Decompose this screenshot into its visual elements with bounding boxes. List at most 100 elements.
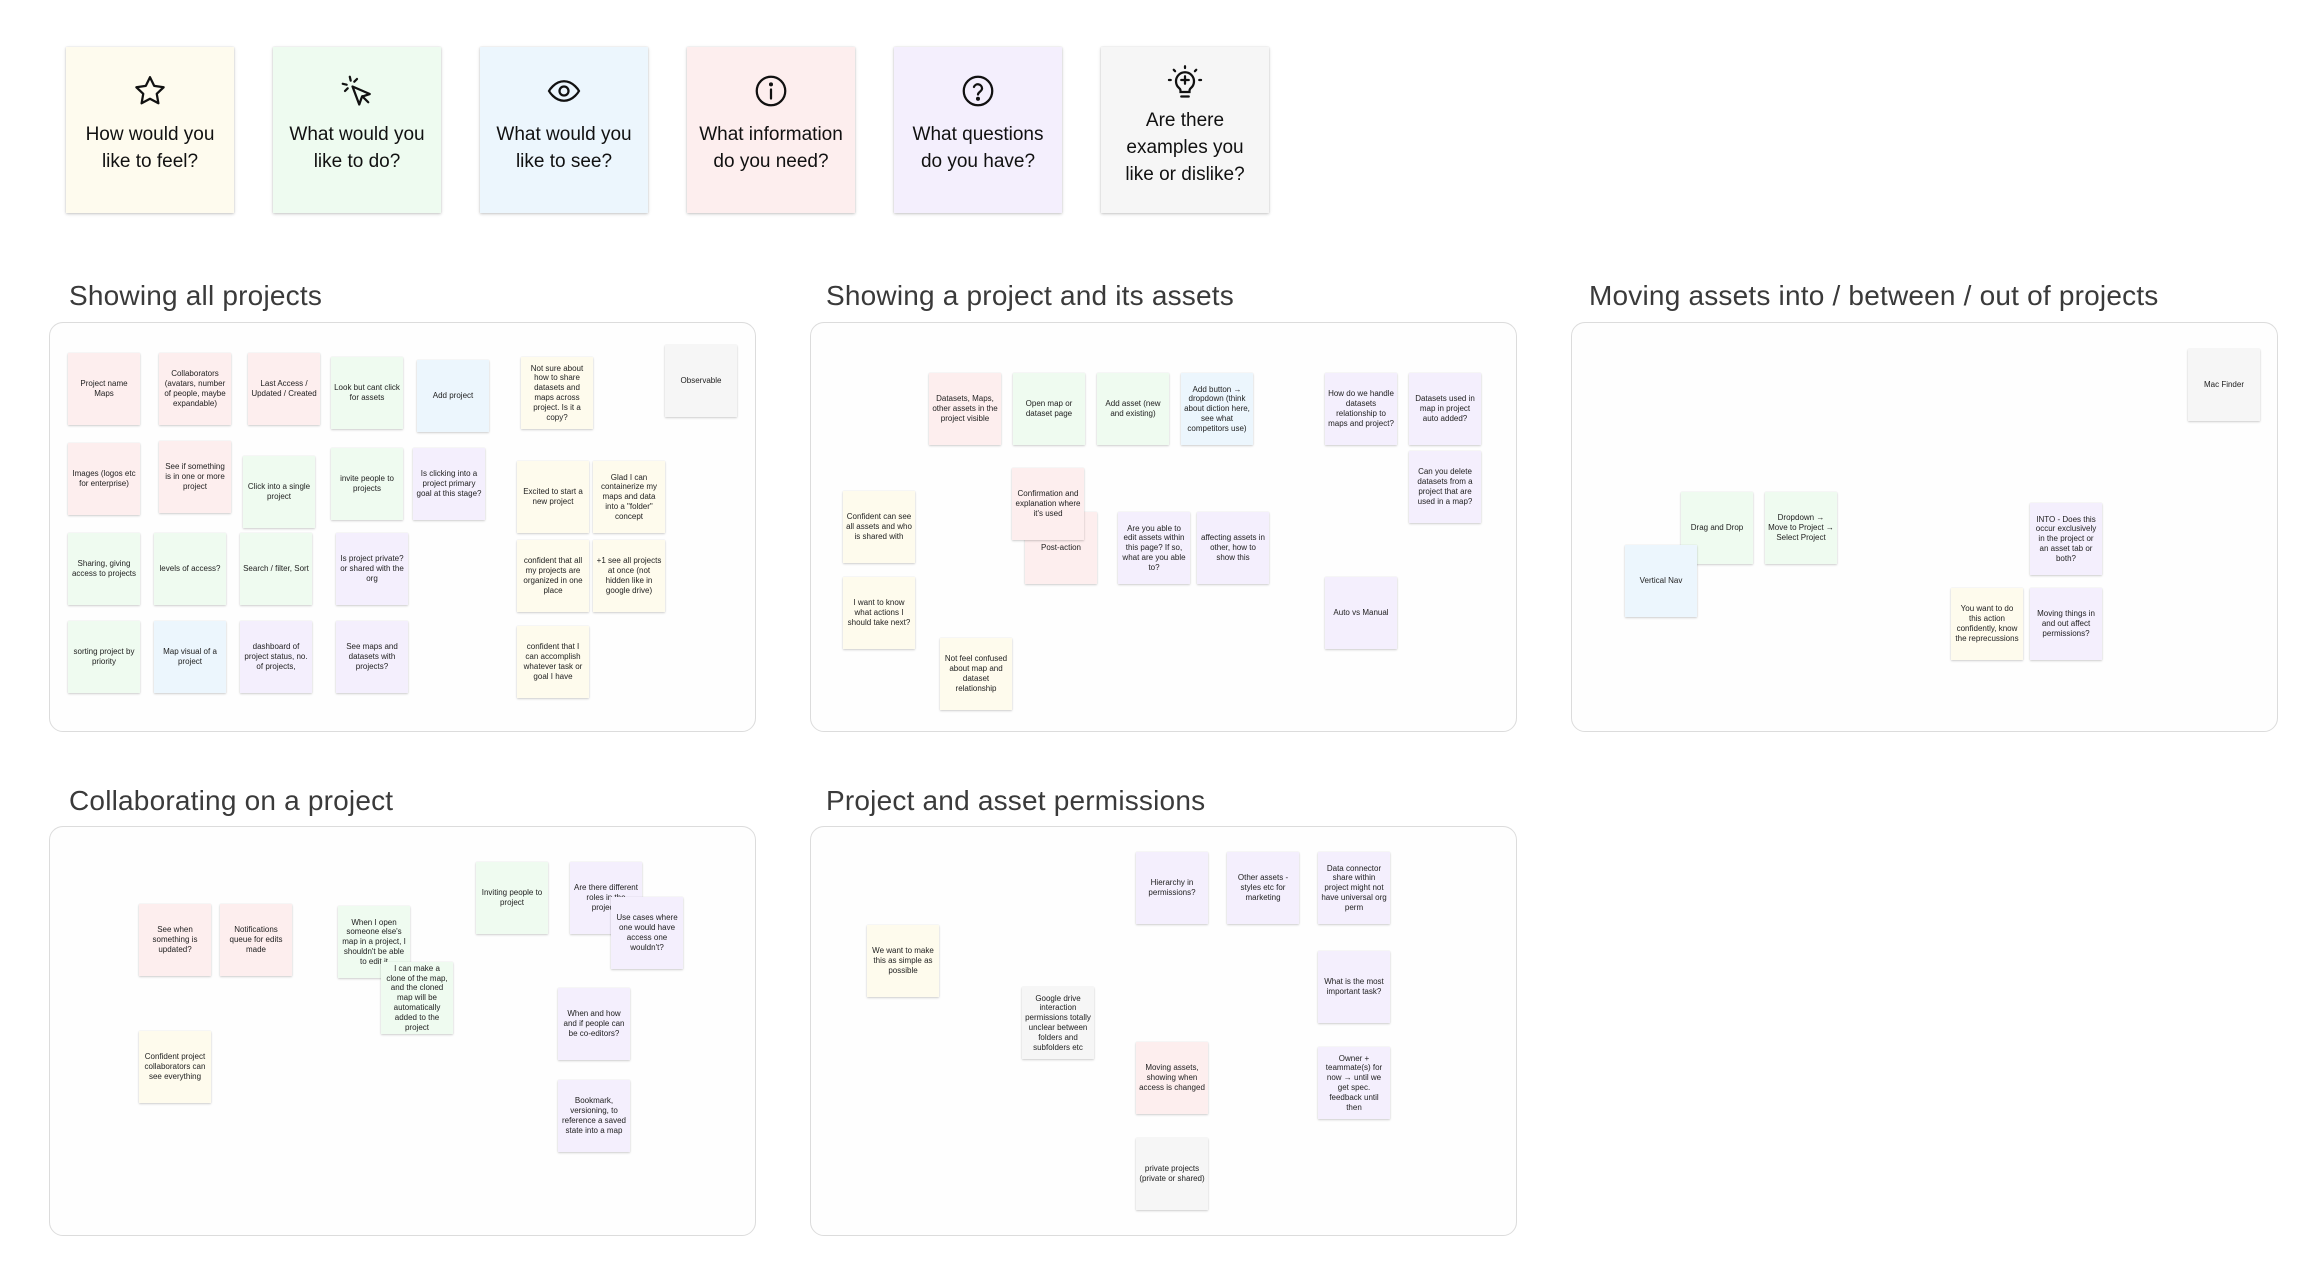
sticky-note[interactable]: Search / filter, Sort [240,533,312,605]
sticky-note[interactable]: Sharing, giving access to projects [68,533,140,605]
sticky-note[interactable]: Auto vs Manual [1325,577,1397,649]
sticky-note[interactable]: Open map or dataset page [1013,373,1085,445]
sticky-note[interactable]: I want to know what actions I should tak… [843,577,915,649]
prompt-card-do[interactable]: What would you like to do? [273,47,441,213]
section-title: Showing a project and its assets [826,280,1234,311]
sticky-note[interactable]: Images (logos etc for enterprise) [68,443,140,515]
sticky-note[interactable]: Excited to start a new project [517,461,589,533]
sticky-note[interactable]: Datasets, Maps, other assets in the proj… [929,373,1001,445]
sticky-note[interactable]: confident that all my projects are organ… [517,540,589,612]
sticky-note[interactable]: Vertical Nav [1625,545,1697,617]
sticky-note[interactable]: Moving assets, showing when access is ch… [1136,1042,1208,1114]
sticky-text: Vertical Nav [1639,576,1683,586]
sticky-note[interactable]: You want to do this action confidently, … [1951,588,2023,660]
prompt-text: What would you like to do? [289,124,425,172]
sticky-text: Look but cant click for assets [334,383,400,402]
sticky-text: Is project private? or shared with the o… [340,554,404,583]
sticky-note[interactable]: Look but cant click for assets [331,357,403,429]
section-title: Collaborating on a project [69,785,394,816]
sticky-note[interactable]: We want to make this as simple as possib… [867,925,939,997]
sticky-note[interactable]: invite people to projects [331,448,403,520]
sticky-note[interactable]: Can you delete datasets from a project t… [1409,451,1481,523]
sticky-text: Last Access / Updated / Created [251,379,317,398]
sticky-note[interactable]: Confident project collaborators can see … [139,1031,211,1103]
sticky-note[interactable]: Owner + teammate(s) for now → until we g… [1318,1047,1390,1119]
prompt-card-examples[interactable]: Are there examples you like or dislike? [1101,47,1269,213]
sticky-text: Notifications queue for edits made [229,925,283,954]
sticky-text: +1 see all projects at once (not hidden … [596,556,662,595]
prompt-card-see[interactable]: What would you like to see? [480,47,648,213]
sticky-note[interactable]: Add project [417,360,489,432]
sticky-text: Moving things in and out affect permissi… [2037,609,2095,638]
sticky-note[interactable]: Confident can see all assets and who is … [843,491,915,563]
sticky-note[interactable]: Notifications queue for edits made [220,904,292,976]
sticky-text: INTO - Does this occur exclusively in th… [2035,514,2097,563]
sticky-text: Sharing, giving access to projects [71,559,137,578]
sticky-note[interactable]: Observable [665,345,737,417]
sticky-note[interactable]: sorting project by priority [68,621,140,693]
prompt-card-questions[interactable]: What questions do you have? [894,47,1062,213]
sticky-note[interactable]: Are you able to edit assets within this … [1118,512,1190,584]
sticky-note[interactable]: Data connector share within project migh… [1318,852,1390,924]
sticky-note[interactable]: When and how and if people can be co-edi… [558,988,630,1060]
sticky-note[interactable]: confident that I can accomplish whatever… [517,626,589,698]
sticky-text: Click into a single project [247,482,311,501]
sticky-text: Confident can see all assets and who is … [846,512,912,541]
sticky-note[interactable]: Collaborators (avatars, number of people… [159,353,231,425]
sticky-note[interactable]: Add asset (new and existing) [1097,373,1169,445]
sticky-text: Google drive interaction permissions tot… [1025,993,1091,1052]
sticky-text: Can you delete datasets from a project t… [1417,467,1473,506]
section-title: Project and asset permissions [826,785,1206,816]
sticky-note[interactable]: Not sure about how to share datasets and… [521,357,593,429]
sticky-note[interactable]: Hierarchy in permissions? [1136,852,1208,924]
sticky-text: Data connector share within project migh… [1321,863,1387,912]
sticky-text: See when something is updated? [152,925,198,954]
sticky-note[interactable]: Is clicking into a project primary goal … [413,448,485,520]
sticky-note[interactable]: Is project private? or shared with the o… [336,533,408,605]
prompt-text: What information do you need? [699,124,843,172]
sticky-note[interactable]: INTO - Does this occur exclusively in th… [2030,503,2102,575]
sticky-note[interactable]: Dropdown → Move to Project → Select Proj… [1765,492,1837,564]
sticky-text: Images (logos etc for enterprise) [72,469,136,488]
sticky-note[interactable]: What is the most important task? [1318,951,1390,1023]
sticky-note[interactable]: Bookmark, versioning, to reference a sav… [558,1080,630,1152]
sticky-text: Not sure about how to share datasets and… [530,363,584,422]
sticky-note[interactable]: Mac Finder [2188,349,2260,421]
frame-moving-assets[interactable] [1571,322,2278,732]
sticky-note[interactable]: Datasets used in map in project auto add… [1409,373,1481,445]
sticky-text: Project name Maps [80,379,128,398]
sticky-text: Other assets - styles etc for marketing [1237,873,1289,902]
sticky-note[interactable]: Project name Maps [68,353,140,425]
sticky-note[interactable]: +1 see all projects at once (not hidden … [593,540,665,612]
sticky-text: Confirmation and explanation where it's … [1015,489,1081,518]
sticky-note[interactable]: Last Access / Updated / Created [248,353,320,425]
sticky-text: Open map or dataset page [1025,399,1073,418]
sticky-note[interactable]: See if something is in one or more proje… [159,441,231,513]
sticky-note[interactable]: Confirmation and explanation where it's … [1012,468,1084,540]
lightbulb-icon [1167,65,1203,98]
sticky-note[interactable]: Not feel confused about map and dataset … [940,638,1012,710]
sticky-note[interactable]: See maps and datasets with projects? [336,621,408,693]
sticky-note[interactable]: See when something is updated? [139,904,211,976]
sticky-note[interactable]: Map visual of a project [154,621,226,693]
sticky-note[interactable]: Add button → dropdown (think about dicti… [1181,373,1253,445]
sticky-note[interactable]: Other assets - styles etc for marketing [1227,852,1299,924]
sticky-note[interactable]: Google drive interaction permissions tot… [1022,987,1094,1059]
sticky-text: Drag and Drop [1690,523,1744,533]
eye-icon [547,80,581,102]
sticky-note[interactable]: Moving things in and out affect permissi… [2030,588,2102,660]
prompt-card-feel[interactable]: How would you like to feel? [66,47,234,213]
sticky-text: Glad I can containerize my maps and data… [600,472,658,521]
sticky-note[interactable]: Inviting people to project [476,862,548,934]
sticky-note[interactable]: affecting assets in other, how to show t… [1197,512,1269,584]
sticky-note[interactable]: private projects (private or shared) [1136,1138,1208,1210]
sticky-note[interactable]: Use cases where one would have access on… [611,897,683,969]
prompt-text: What questions do you have? [912,124,1044,172]
sticky-note[interactable]: I can make a clone of the map, and the c… [381,962,453,1034]
sticky-note[interactable]: Glad I can containerize my maps and data… [593,461,665,533]
sticky-note[interactable]: levels of access? [154,533,226,605]
prompt-card-information[interactable]: What information do you need? [687,47,855,213]
sticky-note[interactable]: How do we handle datasets relationship t… [1325,373,1397,445]
sticky-note[interactable]: Click into a single project [243,456,315,528]
sticky-note[interactable]: dashboard of project status, no. of proj… [240,621,312,693]
